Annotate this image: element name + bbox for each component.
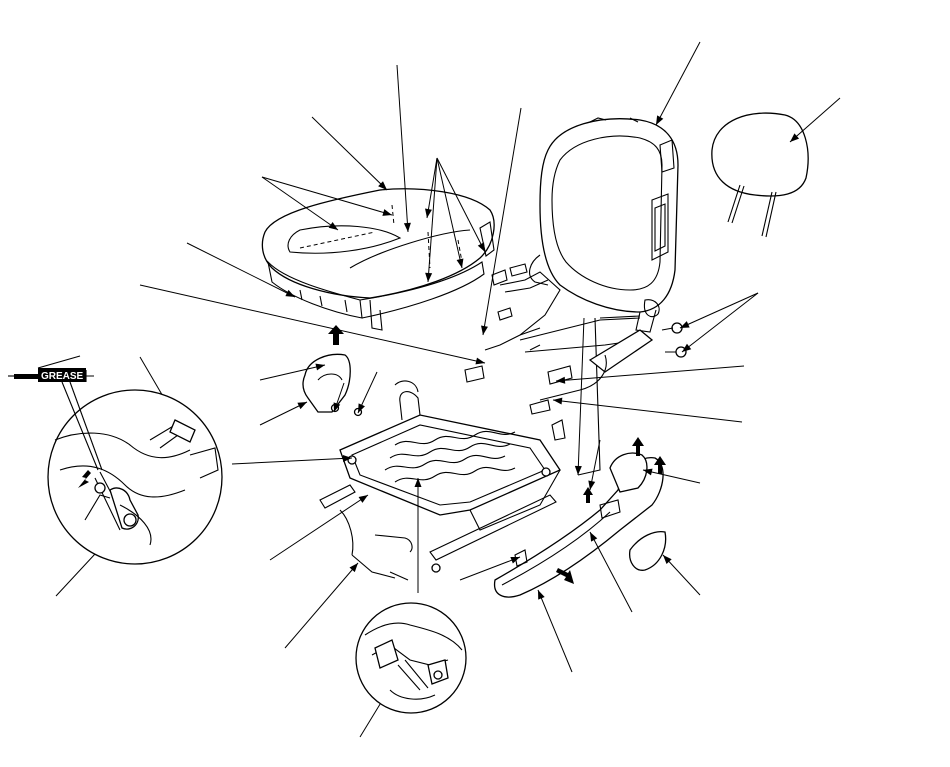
seat-side-cover-right (493, 452, 667, 598)
callout-arrowhead-c05 (425, 208, 432, 218)
callout-arrowhead-c18 (315, 363, 325, 371)
callout-line-c03 (311, 116, 388, 191)
callout-arrowhead-c16 (556, 376, 566, 384)
callout-arrowhead-c20 (333, 402, 341, 412)
callout-line-c16 (555, 365, 745, 382)
callout-line-c15 (681, 292, 759, 353)
callout-arrowhead-c15 (682, 343, 692, 352)
callout-line-c35 (577, 317, 585, 476)
callout-line-c23 (231, 457, 353, 465)
detail-view-cable-routing (47, 389, 223, 565)
callout-arrowhead-c11 (481, 325, 488, 335)
callout-arrowhead-c21 (358, 403, 365, 413)
seat-frame (319, 380, 561, 581)
callout-line-c01 (261, 176, 339, 231)
callout-arrowhead-c10 (475, 357, 485, 365)
callout-arrowhead-c13 (790, 133, 800, 142)
callout-arrowhead-c07 (456, 258, 464, 268)
callout-line-c10 (139, 284, 486, 364)
callout-leader-lines (55, 41, 841, 738)
callout-line-c02 (261, 176, 393, 216)
detail-view-latch (355, 602, 467, 714)
callout-arrowhead-c06 (425, 272, 433, 282)
callout-line-c06 (427, 157, 438, 283)
callout-line-c14 (679, 292, 759, 329)
callout-arrowhead-c27 (588, 480, 596, 490)
callout-arrowhead-c02 (382, 209, 392, 216)
callout-arrowhead-c04 (403, 222, 411, 232)
callout-line-c07 (436, 157, 463, 269)
seat-side-cover-left (302, 353, 363, 417)
callout-arrowhead-c29 (510, 556, 520, 564)
callout-line-c25 (284, 562, 359, 649)
callout-arrowhead-c01 (328, 221, 338, 230)
callout-arrowhead-c31 (590, 532, 598, 542)
callout-line-c32 (537, 589, 573, 673)
callout-arrowhead-c32 (538, 590, 545, 600)
callout-arrowhead-c09 (285, 289, 295, 297)
callout-arrowhead-c23 (342, 454, 352, 462)
callout-line-c12 (655, 41, 701, 126)
callout-line-c05 (426, 157, 438, 219)
callout-arrowhead-c30 (663, 555, 672, 564)
callout-arrowhead-c26 (414, 478, 422, 487)
grease-gun-icon (8, 374, 38, 379)
seat-back (529, 117, 679, 333)
callout-line-c04 (396, 64, 409, 233)
callout-arrowhead-c25 (349, 563, 358, 573)
callout-arrowhead-c24 (358, 495, 368, 503)
grease-tag: GREASE (8, 355, 103, 471)
callout-line-c28 (642, 469, 701, 484)
callout-line-c18 (259, 364, 326, 381)
callout-arrowhead-c19 (297, 402, 307, 410)
callout-line-c31 (589, 531, 633, 613)
callout-arrowhead-c35 (574, 465, 582, 475)
callout-line-c08 (436, 157, 486, 253)
callout-arrowhead-c03 (378, 181, 387, 190)
grease-label: GREASE (41, 371, 84, 382)
callout-line-c09 (186, 242, 296, 298)
headrest (711, 112, 809, 238)
callout-line-c13 (789, 97, 841, 143)
callout-arrowhead-c28 (643, 468, 653, 476)
callout-line-c30 (662, 554, 701, 596)
callout-line-c29 (459, 556, 521, 581)
callout-line-c11 (482, 107, 522, 336)
callout-arrowhead-c12 (656, 115, 664, 125)
callout-line-c17 (552, 399, 743, 423)
callout-line-c24 (269, 494, 369, 561)
callout-arrowhead-c14 (680, 321, 690, 328)
recline-mechanism-parts (464, 263, 687, 476)
callout-arrowhead-c17 (553, 397, 563, 405)
callout-arrowhead-c08 (477, 242, 485, 252)
